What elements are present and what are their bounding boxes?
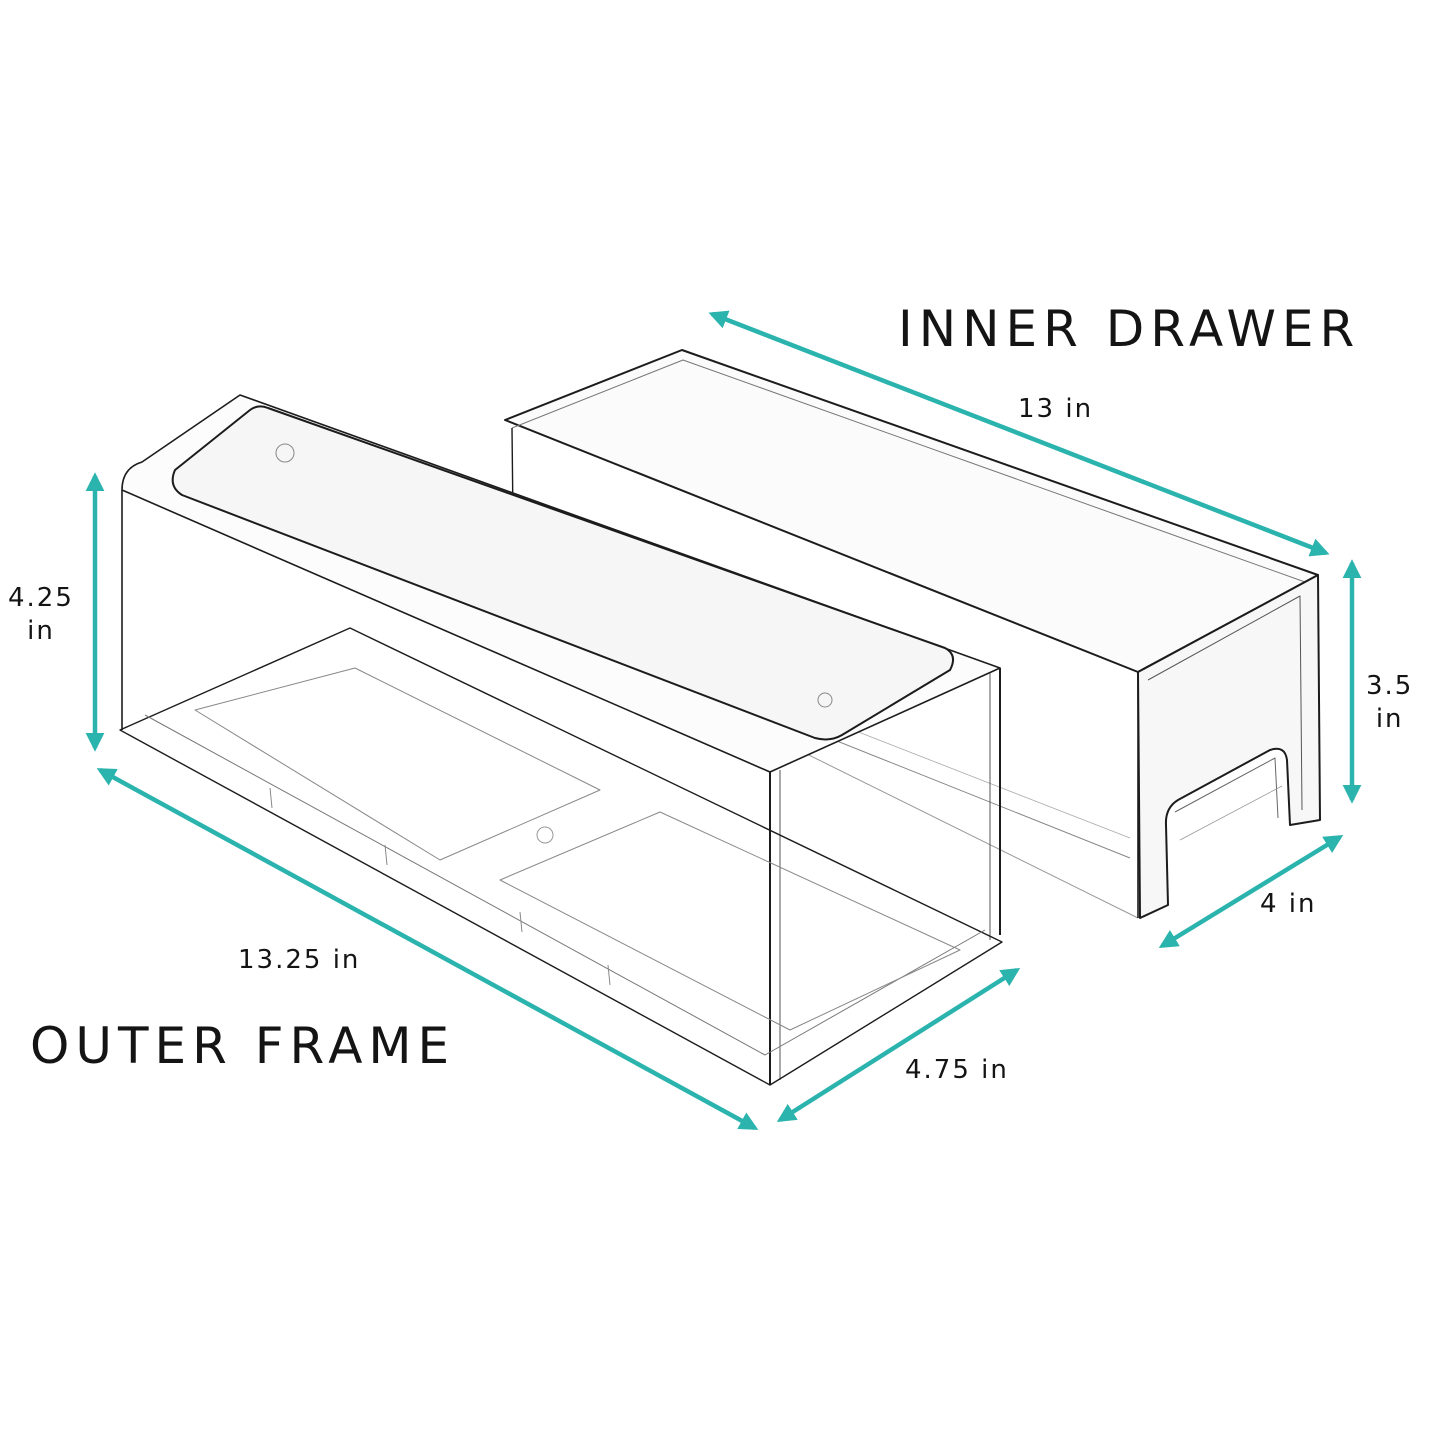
- outer-frame-width-label: 4.75 in: [905, 1055, 1009, 1085]
- inner-drawer-width-label: 4 in: [1260, 889, 1317, 919]
- inner-length-arrow: [708, 310, 1330, 557]
- outer-frame-length-label: 13.25 in: [238, 945, 361, 975]
- outer-length-arrow: [96, 768, 759, 1130]
- outer-frame-height-unit: in: [27, 615, 55, 646]
- inner-drawer-height-unit: in: [1375, 703, 1404, 734]
- outer-frame-height-label: 4.25 in: [8, 582, 74, 647]
- inner-drawer-title: INNER DRAWER: [898, 300, 1361, 358]
- outer-frame-title: OUTER FRAME: [30, 1017, 456, 1075]
- outer-frame-illustration: [119, 394, 1003, 1086]
- outer-frame-height-value: 4.25: [8, 583, 74, 613]
- inner-width-arrow: [1158, 835, 1344, 948]
- inner-drawer-length-label: 13 in: [1018, 394, 1094, 424]
- dimension-arrows: [85, 310, 1362, 1130]
- inner-drawer-height-label: 3.5 in: [1366, 670, 1413, 735]
- inner-drawer-height-value: 3.5: [1366, 671, 1414, 701]
- outer-width-arrow: [776, 967, 1021, 1123]
